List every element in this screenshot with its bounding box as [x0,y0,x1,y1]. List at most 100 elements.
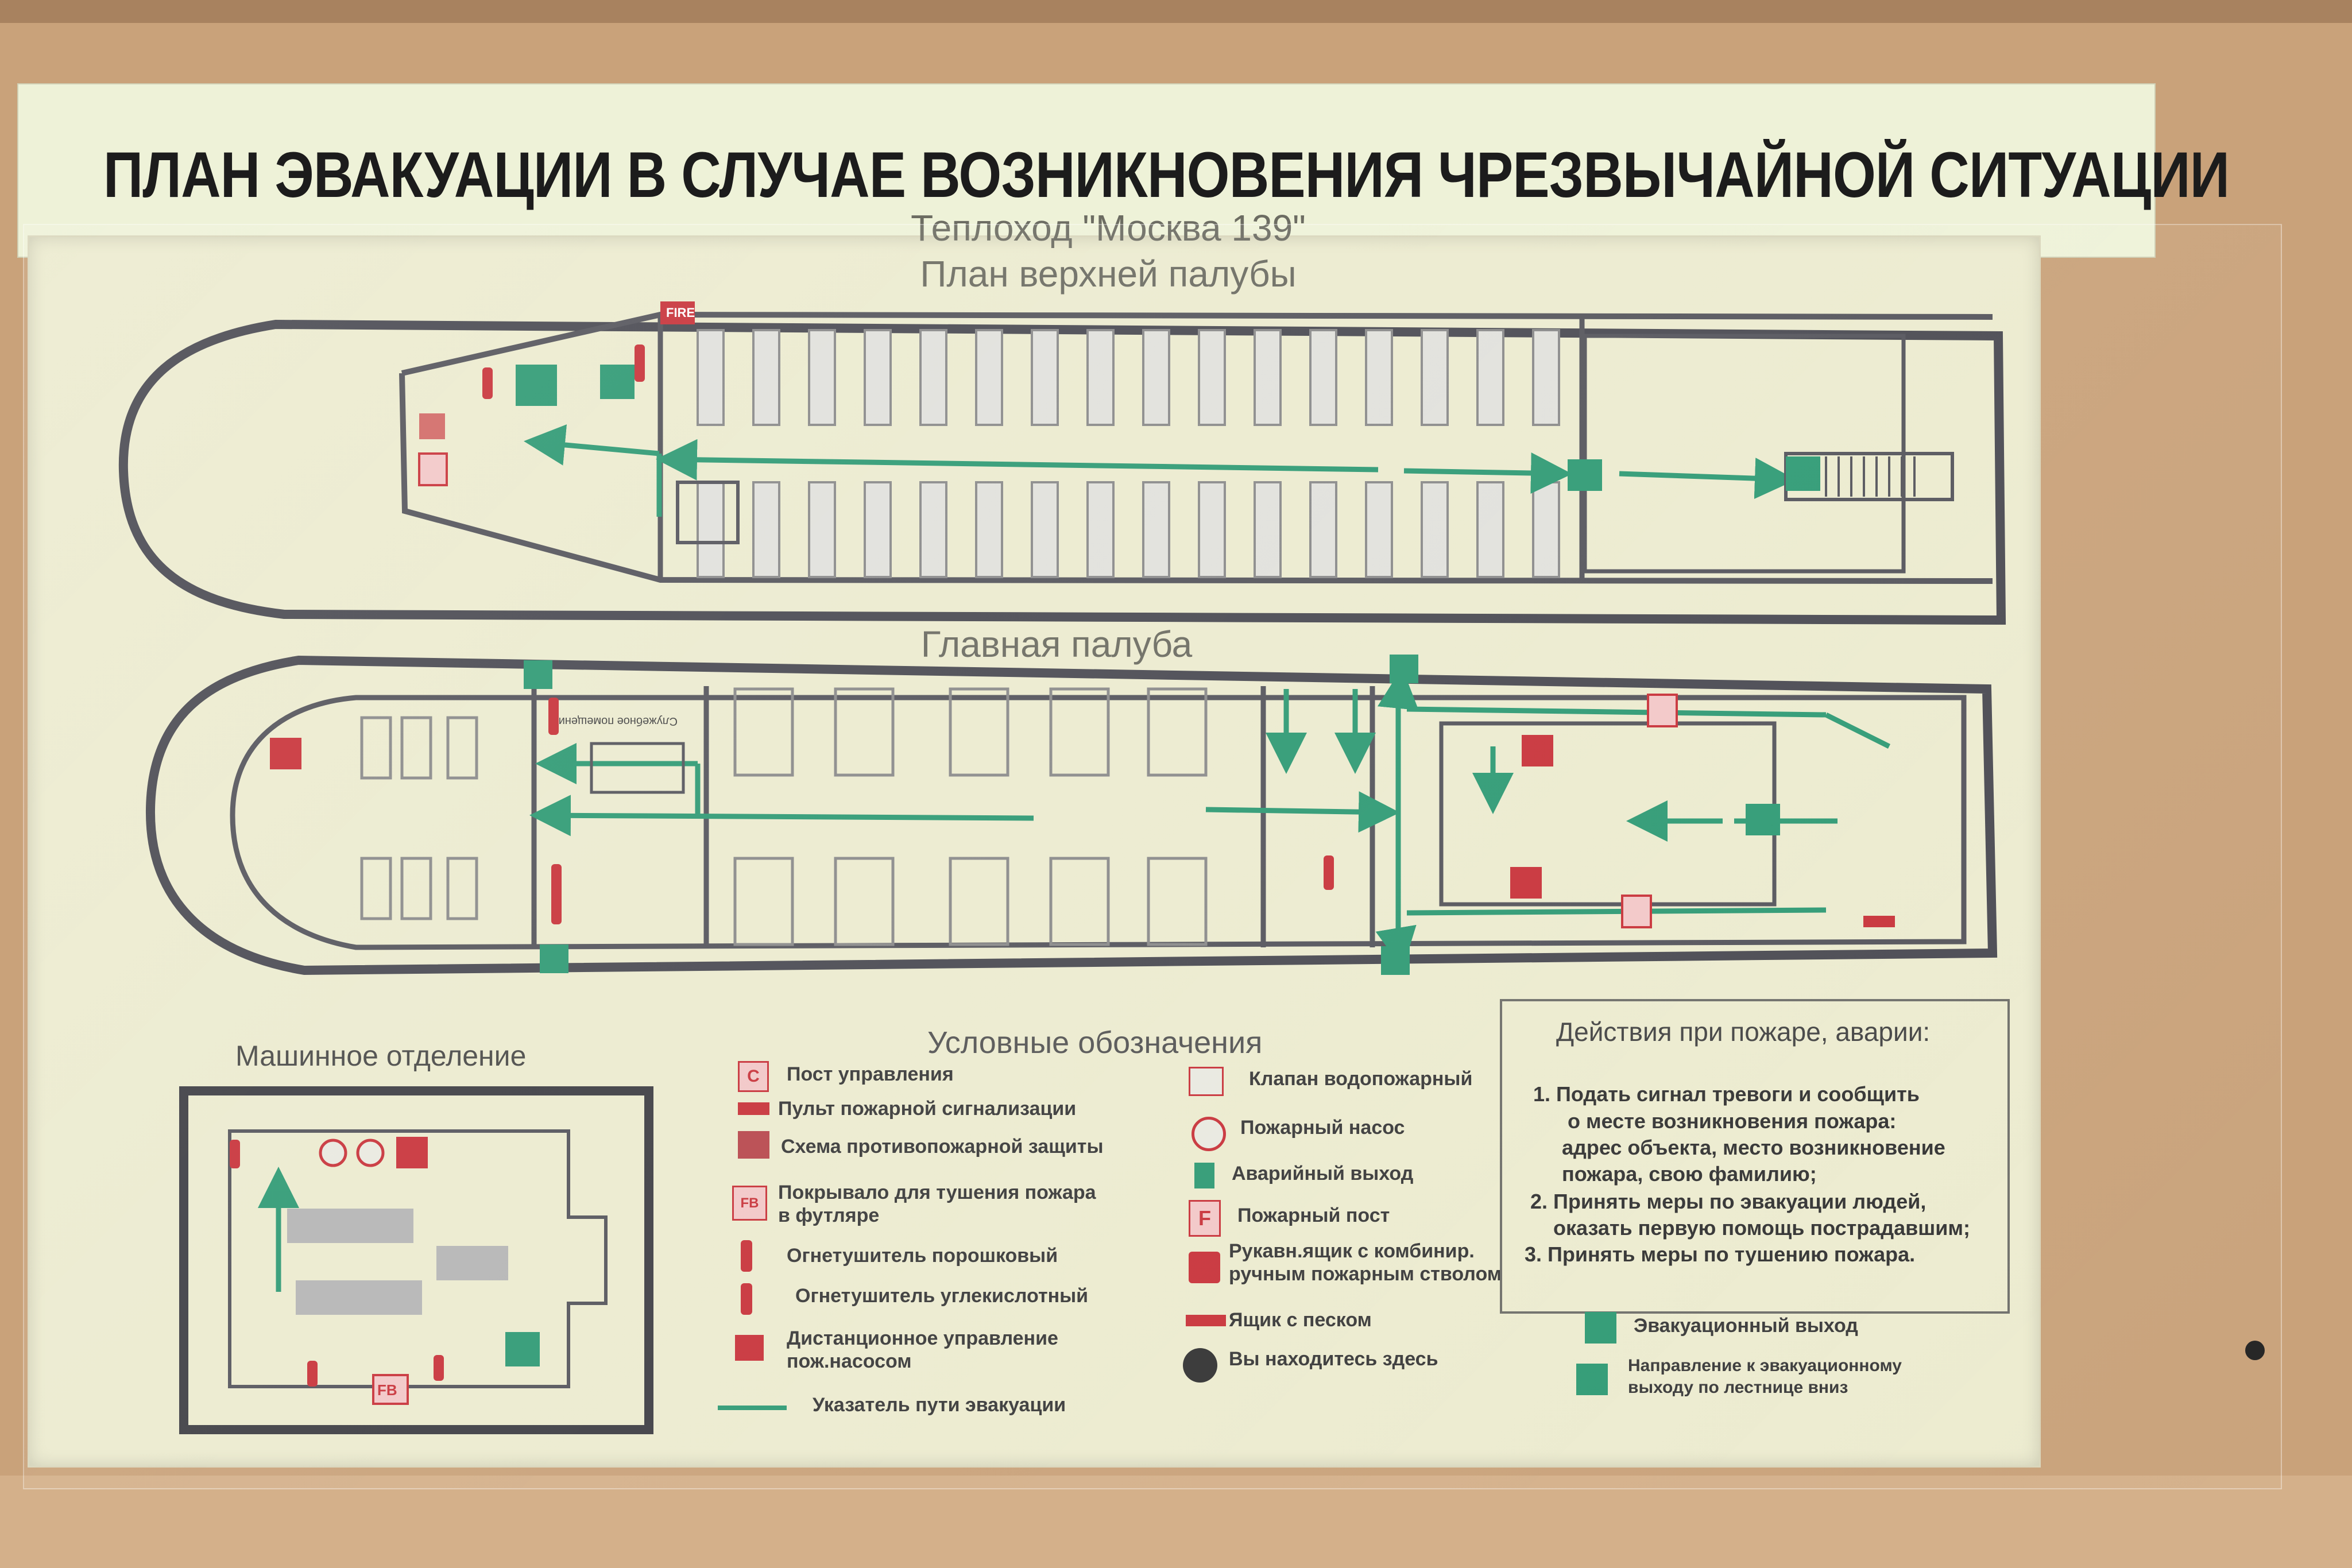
action-line-2: о месте возникновения пожара: [1568,1109,1897,1133]
main-exit-sign-3 [540,944,568,973]
action-line-4: пожара, свою фамилию; [1562,1162,1817,1186]
upper-exit-sign-1 [1568,459,1602,491]
engine-room-inner [228,1129,608,1388]
legend-item-6: Огнетушитель углекислотный [795,1285,1089,1307]
fire-protection-scheme-icon [738,1131,769,1159]
legend-item-8: Указатель пути эвакуации [813,1394,1066,1416]
main-hose-box-2 [1510,867,1542,899]
main-deck-title: Главная палуба [920,624,1193,665]
legend-item-4b: в футляре [778,1205,880,1226]
legend-item-13b: ручным пожарным стволом [1229,1263,1502,1285]
upper-exit-sign-4 [600,365,635,399]
co2-extinguisher-icon [741,1283,752,1315]
seat-row-bottom [1476,481,1504,578]
upper-control-post [418,452,448,486]
evacuation-exit-icon [1585,1312,1616,1344]
legend-item-12: Пожарный пост [1237,1205,1390,1226]
legend-item-3: Схема противопожарной защиты [781,1136,1104,1157]
main-sand-box [1863,916,1895,927]
main-hose-box-1 [1522,735,1553,766]
evacuation-path-arrow-icon [718,1406,787,1410]
main-windows [360,687,1208,946]
main-cabin-window [360,857,392,920]
action-line-3: адрес объекта, место возникновение [1562,1136,1945,1159]
mount-screw [2245,1341,2265,1360]
legend-item-14: Ящик с песком [1229,1309,1372,1331]
engine-block-1 [287,1209,413,1243]
fire-valve-icon [1189,1067,1224,1096]
seat-row-bottom [1532,481,1560,578]
stairs-down-icon [1576,1364,1608,1395]
engine-exit-sign [505,1332,540,1366]
seat-row-bottom [1142,481,1170,578]
upper-exit-sign-2 [1786,456,1820,491]
seat-row-top [864,329,892,426]
exit-legend-2: Направление к эвакуационному [1628,1356,1902,1375]
main-window-top [1049,687,1110,777]
exit-legend-3: выходу по лестнице вниз [1628,1378,1848,1397]
seat-row-top [975,329,1003,426]
pump-remote-control-icon [735,1335,764,1361]
legend-item-15: Вы находитесь здесь [1229,1348,1438,1370]
main-cabin-window [400,857,432,920]
main-exit-sign-2 [1390,655,1418,683]
main-cabin-window [446,716,478,780]
seat-row-top [919,329,947,426]
engine-room-title: Машинное отделение [235,1040,527,1072]
seat-row-bottom [1365,481,1393,578]
upper-fire-label: FIRE [666,305,695,320]
service-room-label: Служебное помещение [552,715,678,727]
main-window-bottom [733,857,794,946]
main-window-bottom [1049,857,1110,946]
engine-pump [319,1139,347,1167]
seat-row-top [1532,329,1560,426]
seat-row-top [1309,329,1337,426]
seat-row-top [752,329,780,426]
action-line-7: 3. Принять меры по тушению пожара. [1525,1242,1916,1266]
main-fire-post-2 [1621,895,1652,928]
seat-row-bottom [1309,481,1337,578]
main-deck-inner [230,695,1967,950]
main-cabin-window [360,716,392,780]
upper-deck-title: План верхней палубы [920,253,1297,295]
main-fire-post-1 [1647,694,1678,727]
seat-row-top [1142,329,1170,426]
seat-row-top [1198,329,1226,426]
main-window-top [834,687,895,777]
upper-deck-hull [118,319,2006,625]
seat-row-top [1476,329,1504,426]
seat-row-bottom [752,481,780,578]
control-post-icon: C [738,1061,769,1092]
legend-item-5: Огнетушитель порошковый [787,1245,1058,1267]
main-evac-route [529,667,1891,969]
upper-scheme [419,413,445,439]
seat-row-bottom [697,481,725,578]
evacuation-board [28,235,2041,1468]
seat-row-bottom [919,481,947,578]
legend-item-9: Клапан водопожарный [1249,1068,1473,1090]
engine-hose-box [396,1137,428,1168]
fire-blanket-icon: FB [732,1186,767,1221]
seat-row-top [1031,329,1059,426]
upper-room [676,481,740,544]
seat-row-top [1254,329,1282,426]
legend-item-1: Пост управления [787,1063,954,1085]
main-window-bottom [1147,857,1208,946]
title-paper [17,83,2156,258]
main-cabin-window [446,857,478,920]
main-window-top [1147,687,1208,777]
seat-row-top [1365,329,1393,426]
fire-alarm-panel-icon [738,1102,769,1115]
upper-exit-sign-3 [516,365,557,406]
main-hose-box-3 [270,738,301,769]
upper-fire-sign [660,301,695,324]
fire-post-icon: F [1189,1200,1221,1237]
seat-row-bottom [1031,481,1059,578]
main-window-top [949,687,1009,777]
fire-actions-title: Действия при пожаре, аварии: [1556,1017,1931,1047]
upper-evac-route [524,424,1796,517]
engine-block-2 [296,1280,422,1315]
emergency-exit-icon [1194,1163,1214,1188]
powder-extinguisher-icon [741,1240,752,1272]
main-window-top [733,687,794,777]
